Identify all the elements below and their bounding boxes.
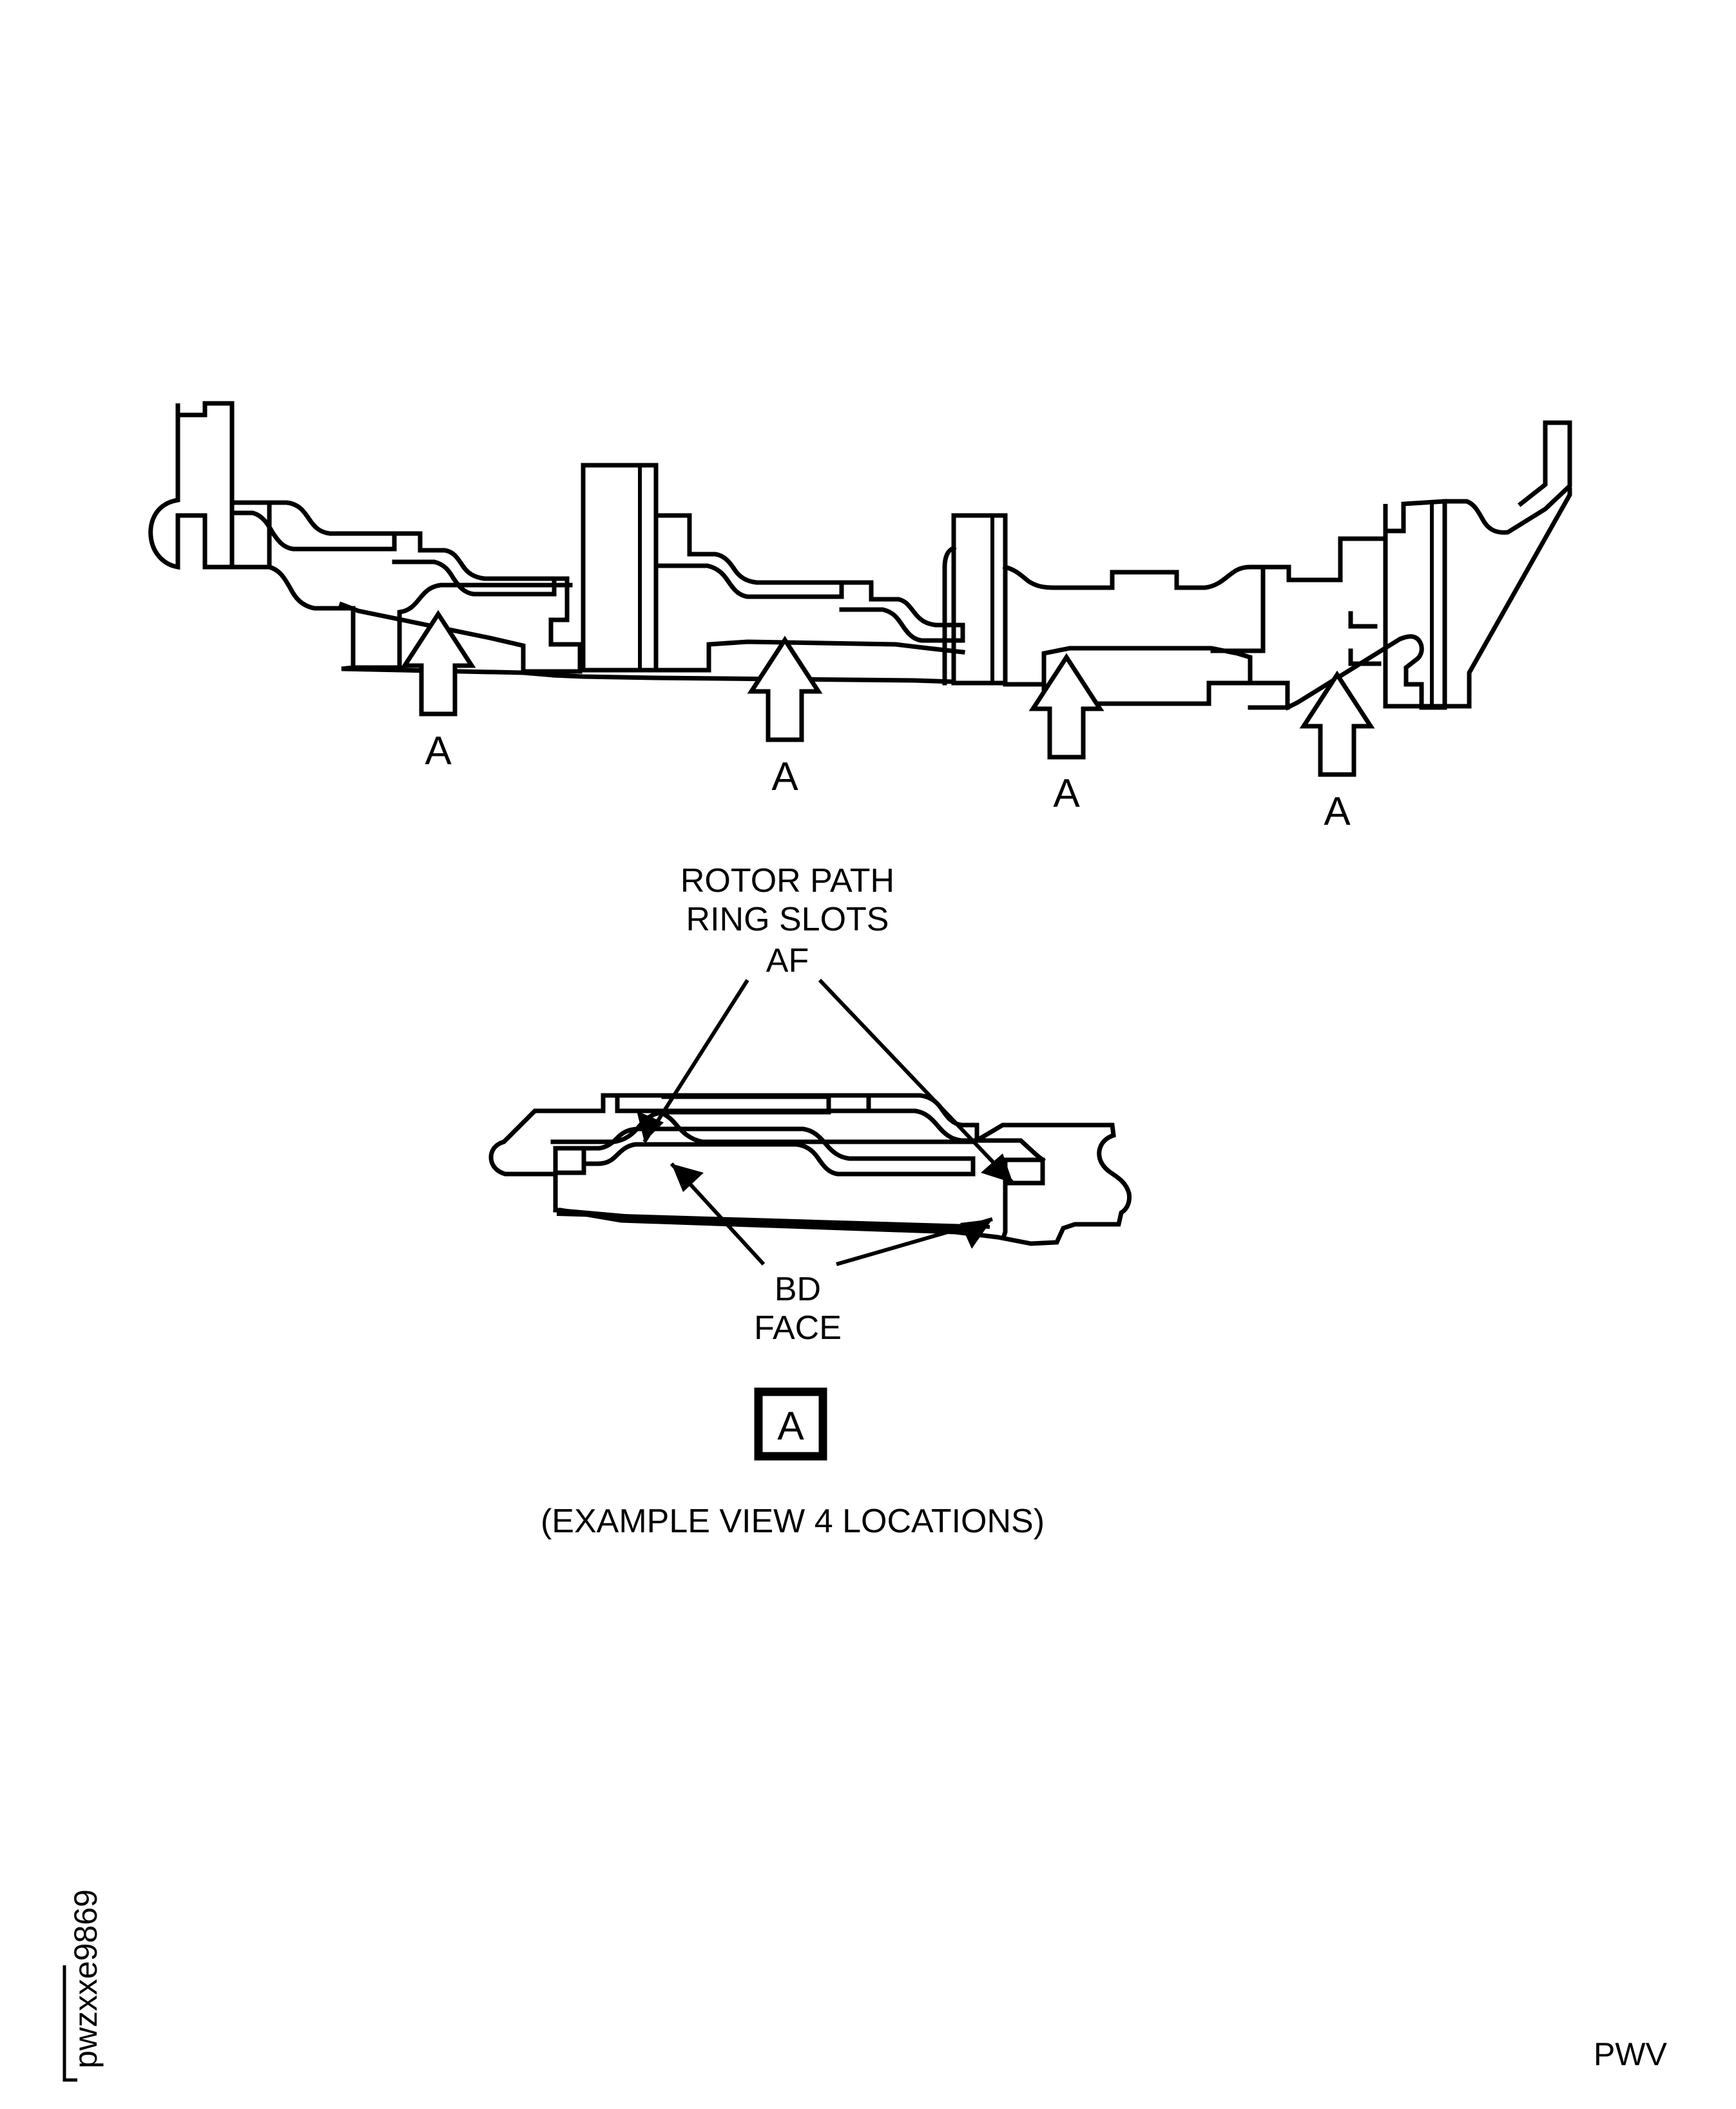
detail-view-caption: (EXAMPLE VIEW 4 LOCATIONS) bbox=[541, 1503, 1045, 1540]
right-boss-outer bbox=[1383, 499, 1447, 709]
view-marker-group: A bbox=[754, 1387, 827, 1461]
right-lower-chamber bbox=[1003, 646, 1253, 706]
left-flange-outer bbox=[148, 401, 235, 570]
slot-af-left bbox=[553, 1146, 586, 1175]
section-arrow-1 bbox=[400, 610, 476, 717]
section-arrow-2 bbox=[747, 635, 823, 742]
right-of-boss-deck-2 bbox=[839, 580, 965, 643]
callout-af: AF bbox=[766, 942, 809, 979]
sheet-code-text: pwzxxe9869 bbox=[68, 1889, 104, 2068]
detail-callout-text-bottom: BD FACE bbox=[754, 1271, 842, 1347]
section-arrow-label-1: A bbox=[425, 729, 452, 773]
shelf-left-of-right-boss bbox=[1260, 536, 1388, 583]
leader-af-left bbox=[642, 979, 749, 1143]
view-marker-box bbox=[754, 1387, 827, 1461]
third-step bbox=[1210, 564, 1266, 653]
lower-wall-right-run bbox=[653, 675, 956, 684]
section-arrow-label-2: A bbox=[771, 755, 798, 799]
section-arrow-3 bbox=[1028, 653, 1104, 760]
leader-af-right-arrowhead bbox=[981, 1153, 1013, 1183]
third-step-lower bbox=[1248, 680, 1290, 710]
detail-right-step bbox=[974, 1138, 1046, 1163]
lower-wall-center bbox=[552, 673, 659, 680]
corner-code-text: PWV bbox=[1594, 2036, 1668, 2072]
right-of-boss-deck bbox=[653, 513, 844, 599]
callout-face: FACE bbox=[754, 1309, 842, 1347]
leader-af-right bbox=[818, 978, 1015, 1185]
second-boss-fillet bbox=[942, 544, 957, 686]
upper-step-shelf-1 bbox=[229, 500, 397, 552]
section-arrow-4 bbox=[1299, 670, 1375, 777]
notch-detail-b bbox=[1348, 648, 1382, 666]
leader-bd-spanning bbox=[556, 1212, 990, 1229]
second-boss-outer bbox=[951, 513, 1008, 686]
gusset-slope bbox=[1284, 634, 1446, 711]
leader-bd-left-arrowhead bbox=[671, 1164, 704, 1192]
callout-leaders bbox=[556, 978, 1015, 1266]
detail-outer-profile bbox=[488, 1093, 1132, 1246]
bd-face-right bbox=[1001, 1180, 1008, 1239]
leader-af-left-arrowhead bbox=[637, 1111, 664, 1142]
center-boss-outer bbox=[581, 463, 659, 673]
lower-cavity-right bbox=[653, 639, 965, 673]
detail-mid-rib bbox=[581, 1126, 976, 1177]
callout-bd: BD bbox=[775, 1271, 821, 1308]
right-tail-lower bbox=[1442, 487, 1572, 709]
section-arrow-label-3: A bbox=[1053, 771, 1080, 816]
callout-rotor-path-line1: ROTOR PATH bbox=[680, 862, 894, 900]
right-deck-upper bbox=[1002, 564, 1266, 590]
notch-detail-a bbox=[1348, 611, 1378, 629]
detail-right-deck bbox=[866, 1093, 979, 1143]
sheet-code-corner-mark bbox=[63, 1965, 77, 2082]
callout-rotor-path-line2: RING SLOTS bbox=[686, 901, 889, 938]
sheet-code-group: pwzxxe9869 bbox=[63, 1889, 104, 2082]
upper-step-shelf-2 bbox=[392, 531, 557, 597]
right-tail-upper bbox=[1442, 420, 1572, 535]
section-arrow-group: A A A A bbox=[400, 610, 1375, 834]
mid-rib-lower bbox=[338, 576, 583, 674]
detail-callout-text-top: ROTOR PATH RING SLOTS AF bbox=[680, 862, 894, 979]
view-marker-letter: A bbox=[777, 1404, 804, 1449]
main-cross-section bbox=[148, 401, 1572, 711]
section-arrow-label-4: A bbox=[1324, 789, 1351, 834]
